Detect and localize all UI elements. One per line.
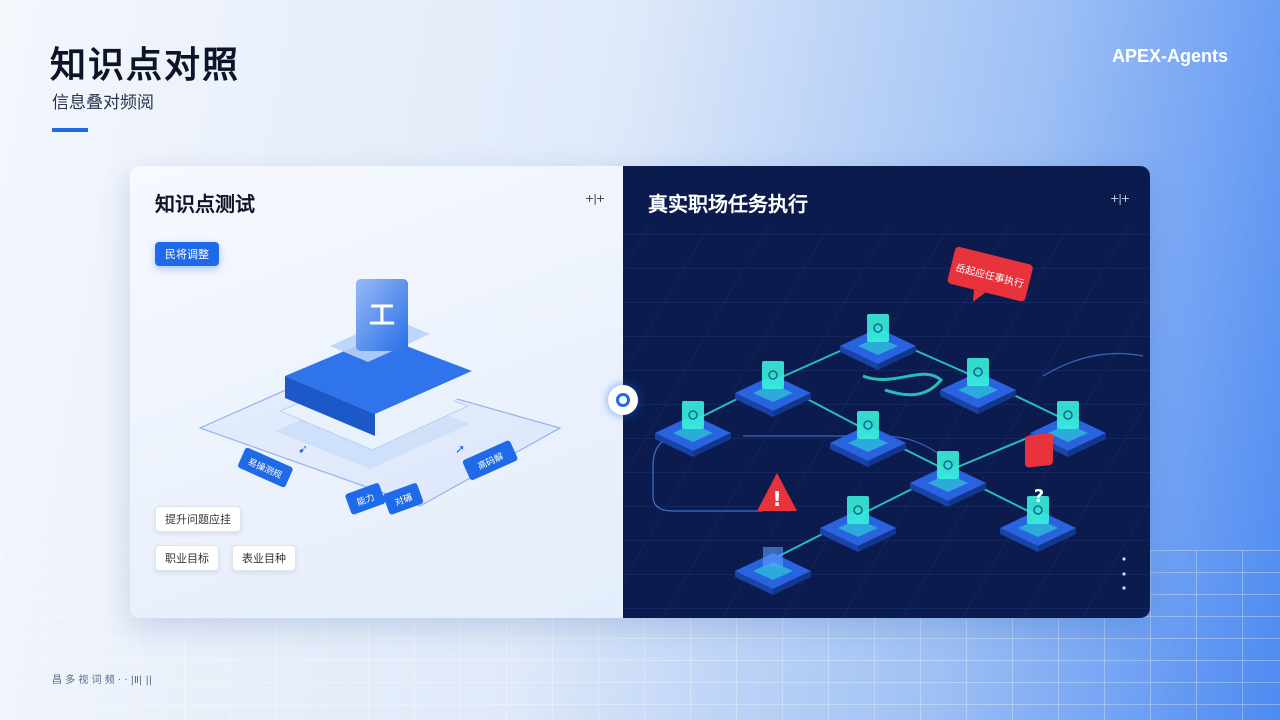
title-underline	[52, 128, 88, 132]
svg-text:!: !	[772, 487, 781, 511]
right-panel-title: 真实职场任务执行	[648, 192, 808, 216]
pager-dot-1[interactable]	[1122, 557, 1126, 561]
warning-icon	[757, 473, 797, 511]
book-cover-side	[285, 376, 375, 436]
left-top-tag[interactable]: 民将调整	[155, 242, 219, 266]
pager-dot-2[interactable]	[1122, 572, 1126, 576]
left-panel-menu-icon[interactable]: +|+	[585, 192, 605, 205]
server-node-9	[1000, 496, 1076, 552]
callout-bubble	[947, 246, 1033, 302]
server-node-1	[655, 401, 731, 457]
node-tile-4	[462, 440, 518, 481]
book-pages-edge	[375, 371, 472, 436]
node-tile-2	[345, 483, 386, 515]
node-tile-1	[238, 447, 293, 488]
server-node-4	[940, 358, 1016, 414]
svg-text:?: ?	[1034, 486, 1044, 507]
tag-industry[interactable]: 表业目种	[232, 545, 296, 571]
question-icon	[1025, 433, 1053, 468]
knowledge-illustration: 工 ➹ ➚ 易操测规 能力 对碾 高码解	[198, 279, 562, 515]
tag-career-goal[interactable]: 职业目标	[155, 545, 219, 571]
book-cover-top	[285, 336, 472, 414]
task-nodes: 岳起应任事执行 ! ?	[655, 246, 1126, 595]
server-node-3	[840, 314, 916, 370]
arrow-icon-right: ➚	[455, 442, 465, 456]
knowledge-test-panel: 知识点测试 +|+ 民将调整 工 ➹ ➚	[130, 166, 623, 618]
brand-logo-text: APEX-Agents	[1111, 46, 1228, 66]
server-node-2	[735, 361, 811, 417]
server-node-8	[820, 496, 896, 552]
left-panel-title: 知识点测试	[155, 192, 255, 216]
comparison-card: 知识点测试 +|+ 民将调整 工 ➹ ➚	[130, 166, 1150, 618]
right-panel-menu-icon[interactable]: +|+	[1110, 192, 1130, 205]
arrow-icon-left: ➹	[298, 442, 308, 456]
server-node-6	[830, 411, 906, 467]
server-node-7	[910, 451, 986, 507]
tag-problem[interactable]: 提升问题应挂	[155, 506, 241, 532]
node-tile-3	[383, 483, 424, 515]
compare-divider-icon[interactable]	[608, 385, 638, 415]
workplace-task-panel: 真实职场任务执行 +|+ 岳起应任事执行 ! ?	[623, 166, 1150, 618]
server-node-10	[735, 547, 811, 595]
page-title: 知识点对照	[50, 45, 241, 86]
pager-dot-3[interactable]	[1122, 586, 1126, 590]
page-subtitle: 信息叠对频阅	[52, 93, 154, 113]
card-glyph: 工	[369, 301, 395, 331]
footer-note: 昌 多 视 词 频 · · |Ⅱ| ||	[52, 675, 153, 686]
